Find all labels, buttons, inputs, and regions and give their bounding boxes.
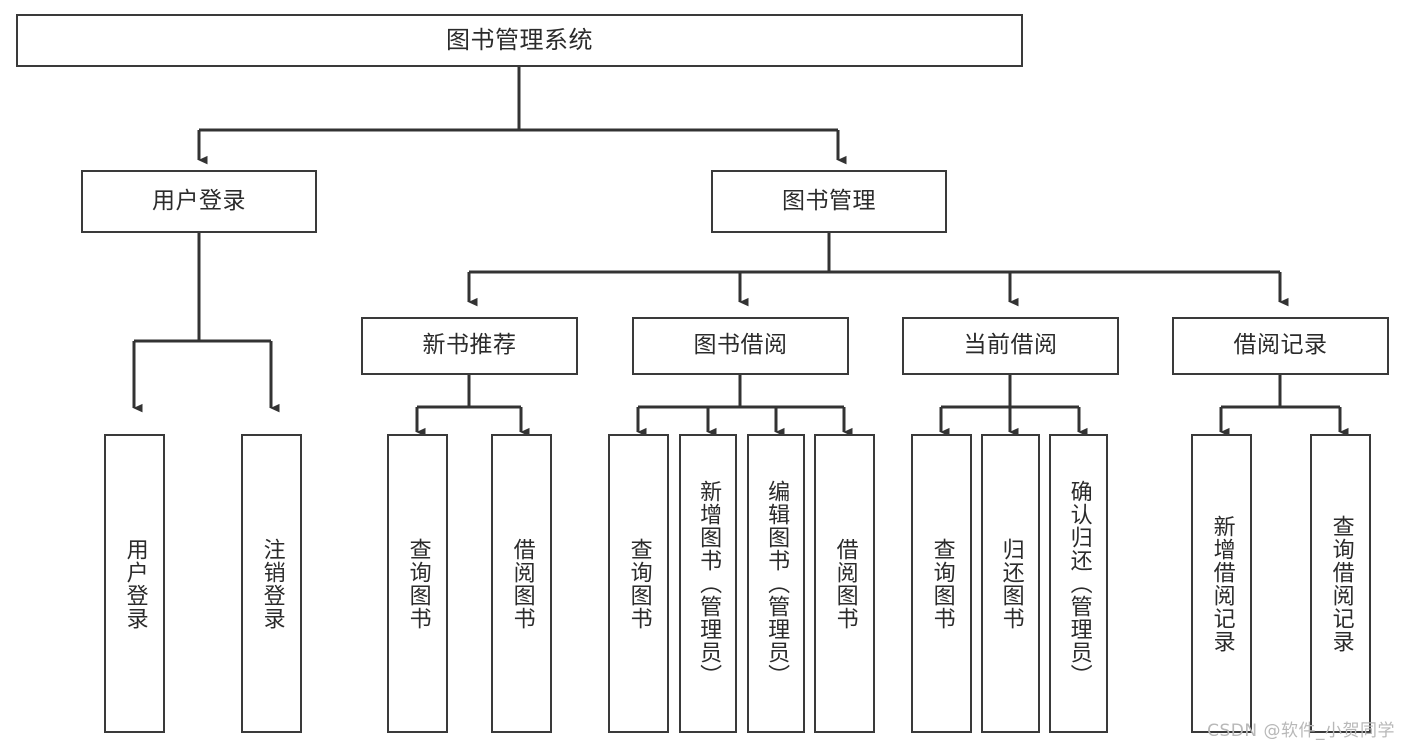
leaf-new-book-borrow-book[interactable]: 借阅图书 (491, 434, 552, 733)
node-book-borrow[interactable]: 图书借阅 (632, 317, 849, 375)
node-label: 新增图书（管理员） (696, 480, 722, 687)
node-book-management[interactable]: 图书管理 (711, 170, 947, 233)
edges-root-to-level2 (197, 67, 847, 165)
node-new-book-recommend[interactable]: 新书推荐 (361, 317, 578, 375)
node-label: 用户登录 (122, 537, 148, 630)
edges-currentborrow-to-leaves (939, 375, 1088, 437)
leaf-borrow-record-query-record[interactable]: 查询借阅记录 (1310, 434, 1371, 733)
leaf-current-borrow-return-book[interactable]: 归还图书 (981, 434, 1040, 733)
leaf-book-borrow-query-book[interactable]: 查询图书 (608, 434, 669, 733)
leaf-book-borrow-borrow-book[interactable]: 借阅图书 (814, 434, 875, 733)
leaf-borrow-record-add-record[interactable]: 新增借阅记录 (1191, 434, 1252, 733)
node-label: 注销登录 (259, 537, 285, 630)
node-current-borrow[interactable]: 当前借阅 (902, 317, 1119, 375)
node-label: 归还图书 (998, 537, 1024, 630)
node-label: 编辑图书（管理员） (764, 480, 790, 687)
edges-bookborrow-to-leaves (636, 375, 853, 437)
csdn-watermark: CSDN @软件_小贺同学 (1207, 721, 1395, 741)
node-label: 借阅记录 (1233, 332, 1328, 359)
node-label: 图书管理 (782, 187, 876, 214)
node-label: 查询图书 (929, 537, 955, 630)
node-label: 新增借阅记录 (1209, 514, 1235, 653)
leaf-current-borrow-query-book[interactable]: 查询图书 (911, 434, 972, 733)
node-label: 借阅图书 (509, 537, 535, 630)
node-label: 当前借阅 (963, 332, 1058, 359)
edges-borrowrecord-to-leaves (1219, 375, 1349, 437)
node-borrow-record[interactable]: 借阅记录 (1172, 317, 1389, 375)
leaf-book-borrow-add-book-admin[interactable]: 新增图书（管理员） (679, 434, 737, 733)
node-label: 新书推荐 (422, 332, 517, 359)
edges-level2-booksmgmt-to-level3 (467, 233, 1289, 307)
node-label: 查询图书 (405, 537, 431, 630)
leaf-user-login-logout[interactable]: 注销登录 (241, 434, 302, 733)
leaf-current-borrow-confirm-return-admin[interactable]: 确认归还（管理员） (1049, 434, 1108, 733)
node-label: 查询图书 (626, 537, 652, 630)
leaf-new-book-query-book[interactable]: 查询图书 (387, 434, 448, 733)
node-label: 图书借阅 (693, 332, 788, 359)
node-user-login[interactable]: 用户登录 (81, 170, 317, 233)
node-label: 查询借阅记录 (1328, 514, 1354, 653)
edges-userlogin-to-leaves (132, 233, 280, 413)
node-label: 借阅图书 (832, 537, 858, 630)
node-label: 图书管理系统 (446, 26, 593, 55)
node-root-book-management-system[interactable]: 图书管理系统 (16, 14, 1023, 67)
leaf-book-borrow-edit-book-admin[interactable]: 编辑图书（管理员） (747, 434, 805, 733)
node-label: 确认归还（管理员） (1066, 480, 1092, 687)
leaf-user-login-login[interactable]: 用户登录 (104, 434, 165, 733)
edges-newbook-to-leaves (415, 375, 530, 437)
node-label: 用户登录 (152, 187, 246, 214)
